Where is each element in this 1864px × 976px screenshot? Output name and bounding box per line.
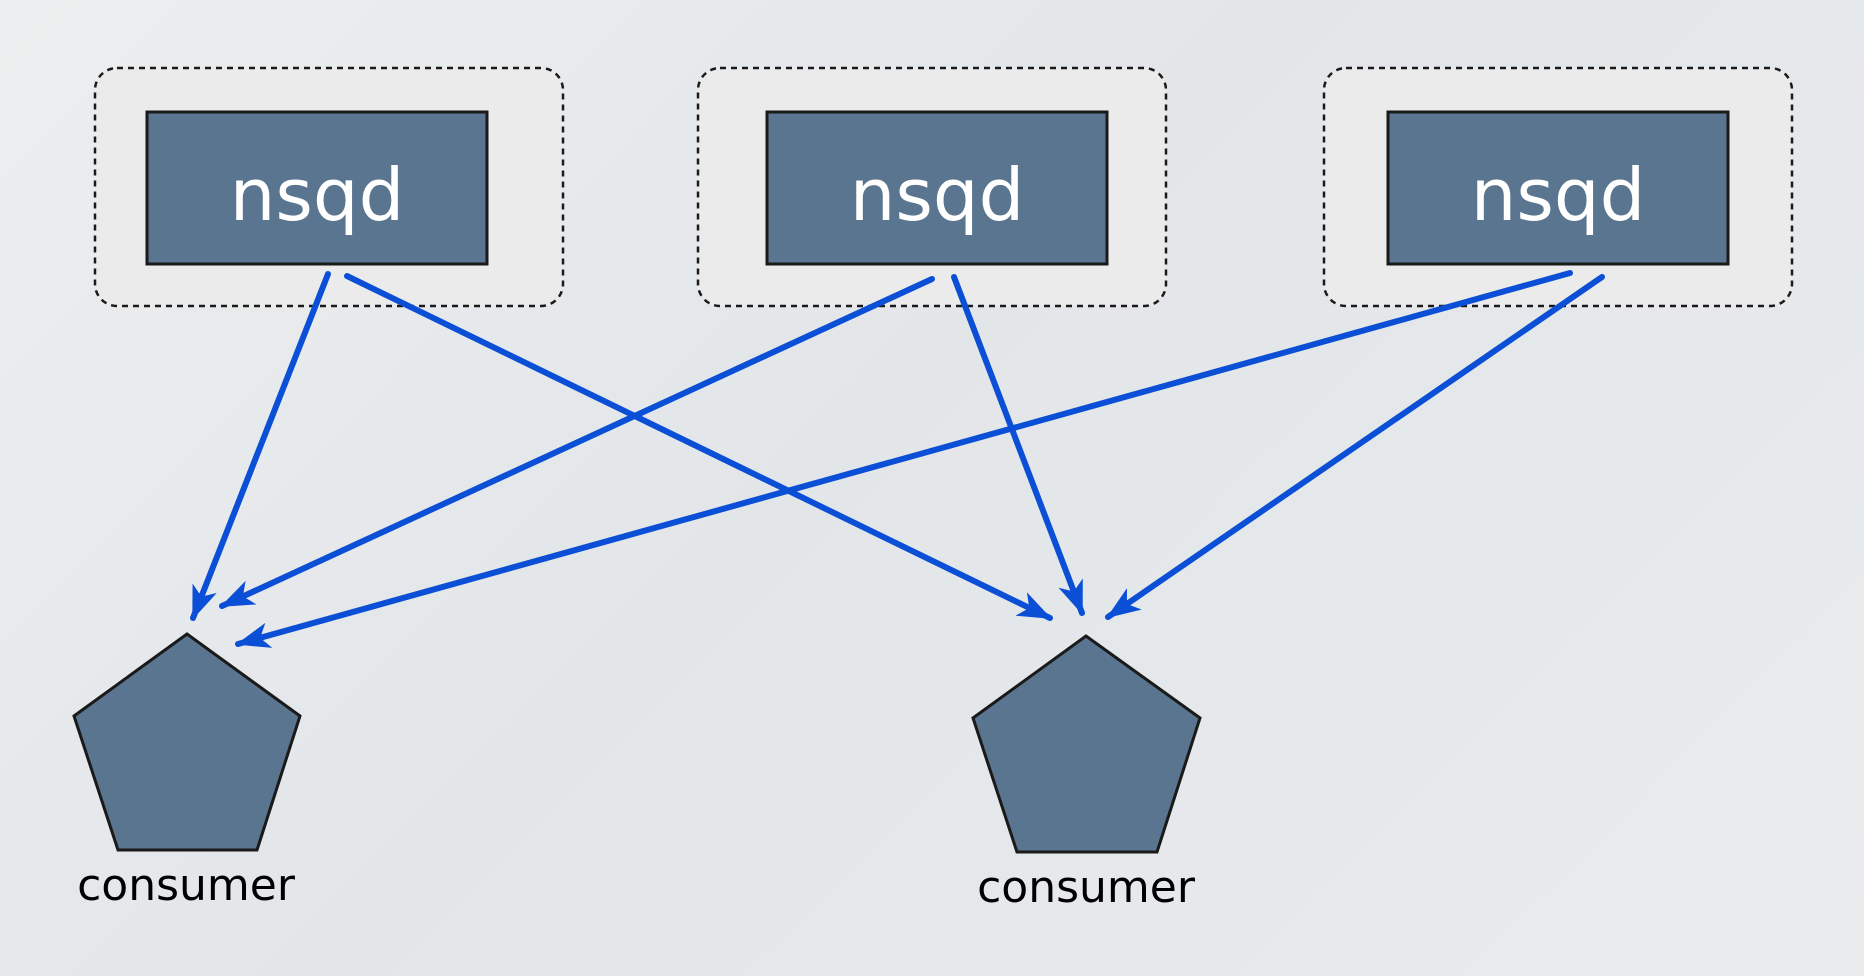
consumer-2-label: consumer bbox=[977, 862, 1196, 913]
arrow-nsqd-3-to-consumer-2 bbox=[1105, 274, 1605, 620]
consumer-1: consumer bbox=[72, 632, 302, 911]
nsqd-node-3-label: nsqd bbox=[1471, 153, 1646, 237]
arrow-nsqd-1-to-consumer-2 bbox=[344, 273, 1053, 621]
nsqd-node-2: nsqd bbox=[765, 110, 1109, 266]
nsqd-node-2-label: nsqd bbox=[850, 153, 1025, 237]
nsqd-node-3: nsqd bbox=[1386, 110, 1730, 266]
arrow-nsqd-2-to-consumer-2 bbox=[951, 274, 1085, 616]
consumer-2: consumer bbox=[971, 634, 1202, 913]
consumer-1-label: consumer bbox=[77, 860, 296, 911]
arrow-nsqd-2-to-consumer-1 bbox=[219, 276, 935, 609]
nsqd-node-1: nsqd bbox=[145, 110, 489, 266]
arrow-nsqd-3-to-consumer-1 bbox=[235, 270, 1573, 648]
connections bbox=[190, 270, 1605, 648]
arrow-nsqd-1-to-consumer-1 bbox=[190, 271, 331, 621]
nsqd-node-1-label: nsqd bbox=[230, 153, 405, 237]
